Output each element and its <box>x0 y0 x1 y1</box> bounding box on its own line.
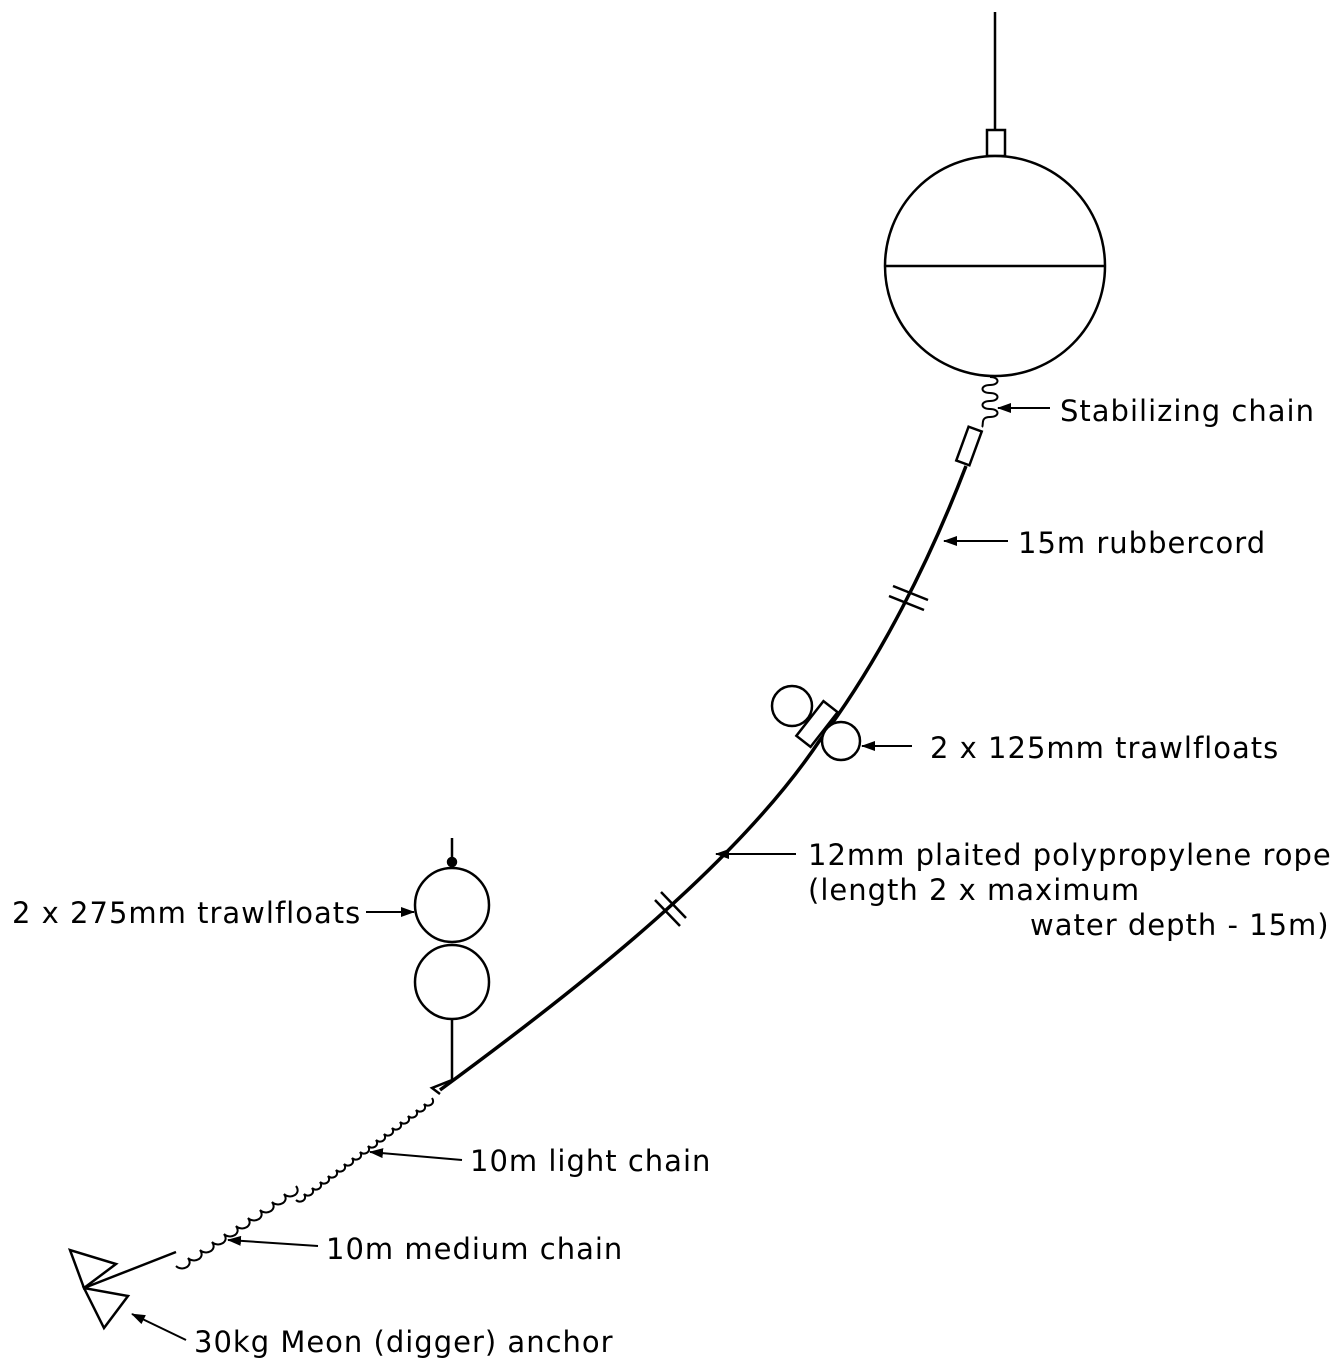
arrow-anchor <box>131 1313 187 1341</box>
trawlfloat-275-top-knob <box>446 856 458 868</box>
trawlfloat-275-a <box>413 866 491 944</box>
light-chain <box>295 1097 434 1203</box>
trawlfloat-clamp <box>794 699 840 749</box>
arrow-medium-chain <box>227 1235 319 1247</box>
label-light-chain: 10m light chain <box>470 1144 712 1178</box>
swivel-connector <box>954 425 984 467</box>
break-mark-rope-a <box>660 891 687 919</box>
label-trawlfloats-275: 2 x 275mm trawlfloats <box>12 896 362 930</box>
label-rubbercord: 15m rubbercord <box>1018 526 1267 560</box>
label-rope-line2: (length 2 x maximum <box>808 873 1141 907</box>
arrow-light-chain <box>369 1148 463 1161</box>
buoy-shackle <box>985 128 1007 158</box>
label-stabilizing-chain: Stabilizing chain <box>1060 394 1315 428</box>
break-mark-rubbercord-b <box>888 594 925 612</box>
label-rope-line1: 12mm plaited polypropylene rope <box>808 838 1332 872</box>
label-medium-chain: 10m medium chain <box>326 1232 624 1266</box>
trawlfloat-275-b <box>413 943 491 1021</box>
trawlfloat-275-tether <box>429 1019 454 1095</box>
mooring-rope <box>438 465 968 1092</box>
trawlfloat-125-a <box>770 684 814 728</box>
label-rope-line3: water depth - 15m) <box>1030 908 1330 942</box>
anchor-shank <box>83 1250 177 1290</box>
trawlfloat-125-b <box>820 720 862 762</box>
stabilizing-chain <box>981 376 999 428</box>
anchor-fluke-upper <box>67 1248 119 1291</box>
label-anchor: 30kg Meon (digger) anchor <box>194 1325 614 1359</box>
break-mark-rope-b <box>654 899 681 927</box>
medium-chain <box>175 1185 299 1270</box>
label-trawlfloats-125: 2 x 125mm trawlfloats <box>930 731 1280 765</box>
anchor-fluke-lower <box>81 1286 131 1331</box>
break-mark-rubbercord-a <box>892 584 929 602</box>
